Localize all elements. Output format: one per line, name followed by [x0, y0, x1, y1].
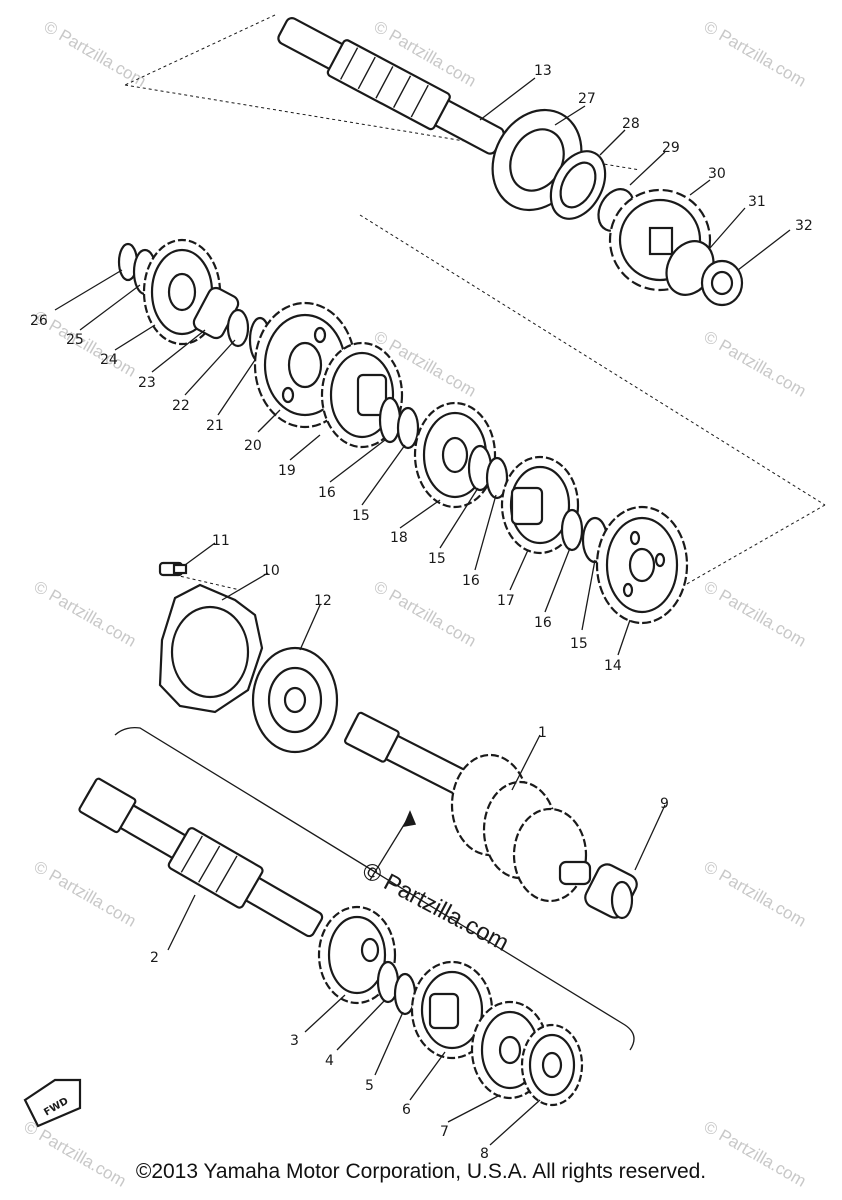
forward-arrow-icon: FWD	[23, 1078, 82, 1128]
callout-24: 24	[100, 352, 118, 368]
callout-28: 28	[622, 116, 640, 132]
callout-7: 7	[440, 1124, 449, 1140]
callout-31: 31	[748, 194, 766, 210]
bearing-12	[251, 646, 339, 754]
leader-lines	[54, 77, 791, 1146]
callout-26: 26	[30, 313, 48, 329]
circlip-5	[393, 972, 417, 1016]
gear-17	[500, 455, 580, 555]
watermark-text: © Partzilla.com	[701, 577, 810, 651]
callout-8: 8	[480, 1146, 489, 1162]
copyright-notice: ©2013 Yamaha Motor Corporation, U.S.A. A…	[135, 1160, 707, 1183]
washer-22	[226, 308, 250, 348]
watermark-text: © Partzilla.com	[701, 17, 810, 91]
callout-16c: 16	[534, 615, 552, 631]
circlip-16c	[560, 508, 584, 552]
callout-27: 27	[578, 91, 596, 107]
watermark-text: © Partzilla.com	[701, 857, 810, 931]
callout-20: 20	[244, 438, 262, 454]
callout-21: 21	[206, 418, 224, 434]
callout-3: 3	[290, 1033, 299, 1049]
callout-11: 11	[212, 533, 230, 549]
callout-16b: 16	[462, 573, 480, 589]
callout-19: 19	[278, 463, 296, 479]
counter-shaft-assembly	[78, 777, 584, 1107]
watermark-text: © Partzilla.com	[41, 17, 150, 91]
callout-14: 14	[604, 658, 622, 674]
washer-15	[396, 406, 420, 450]
gear-8	[520, 1023, 584, 1107]
circlip-16b	[485, 456, 509, 500]
callout-25: 25	[66, 332, 84, 348]
callout-15b: 15	[428, 551, 446, 567]
callout-5: 5	[365, 1078, 374, 1094]
callout-10: 10	[262, 563, 280, 579]
callout-9: 9	[660, 796, 669, 812]
grouping-bracket	[114, 727, 635, 1051]
callout-17: 17	[497, 593, 515, 609]
bolt-11	[158, 561, 188, 577]
callout-15a: 15	[352, 508, 370, 524]
callout-23: 23	[138, 375, 156, 391]
gear-14	[595, 505, 689, 625]
callout-15c: 15	[570, 636, 588, 652]
drive-axle	[277, 17, 505, 155]
callout-22: 22	[172, 398, 190, 414]
callout-32: 32	[795, 218, 813, 234]
watermark-text: © Partzilla.com	[701, 327, 810, 401]
gear-6	[410, 960, 494, 1060]
drive-gear-train	[117, 238, 689, 625]
circlip-16	[378, 396, 402, 444]
main-axle-assembly	[344, 711, 638, 920]
callout-12: 12	[314, 593, 332, 609]
callout-29: 29	[662, 140, 680, 156]
callout-4: 4	[325, 1053, 334, 1069]
needle-bearing-9	[584, 863, 638, 920]
watermark-text: © Partzilla.com	[31, 857, 140, 931]
bearing-plate-assembly	[158, 561, 339, 754]
callout-16a: 16	[318, 485, 336, 501]
callout-30: 30	[708, 166, 726, 182]
callout-6: 6	[402, 1102, 411, 1118]
callout-13: 13	[534, 63, 552, 79]
callout-labels: 13 27 28 29 30 31 32 26 25 24 23 22 21 2…	[30, 63, 813, 1162]
callout-2: 2	[150, 950, 159, 966]
watermark-text: © Partzilla.com	[31, 577, 140, 651]
gear-3	[317, 905, 397, 1005]
callout-18: 18	[390, 530, 408, 546]
gear-cluster-1	[450, 753, 592, 903]
drive-axle-assembly	[277, 17, 744, 307]
nut-32	[700, 259, 744, 307]
callout-1: 1	[538, 725, 547, 741]
